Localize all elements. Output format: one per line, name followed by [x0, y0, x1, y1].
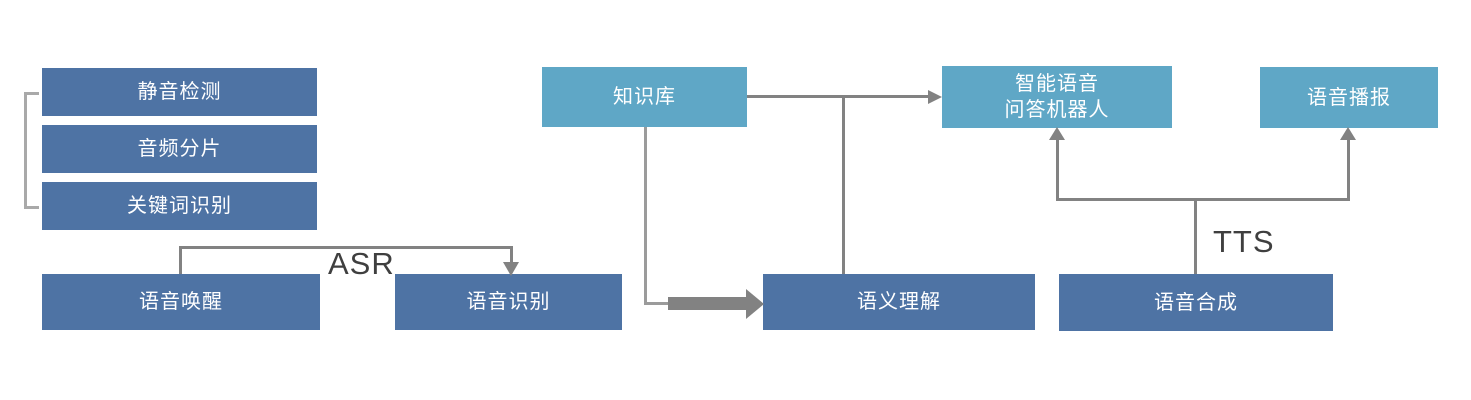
- node-keyword-recognition-label: 关键词识别: [127, 195, 232, 217]
- tts-edge-label: TTS: [1213, 224, 1275, 259]
- node-knowledge-base: 知识库: [542, 67, 747, 127]
- node-keyword-recognition: 关键词识别: [42, 182, 317, 230]
- node-speech-synthesis-label: 语音合成: [1154, 291, 1238, 314]
- knowledge-to-robot-arrow-segment: [747, 95, 929, 98]
- group-bracket-top-tick: [24, 92, 39, 95]
- knowledge-stem-horizontal-line: [644, 302, 670, 305]
- tts-branch-horizontal-line: [1056, 198, 1350, 201]
- asr-arrow-segment-up: [179, 246, 182, 274]
- knowledge-stem-vertical-line: [644, 127, 647, 305]
- thick-arrow-body: [668, 297, 748, 310]
- node-silence-detection: 静音检测: [42, 68, 317, 116]
- node-speech-recognition-label: 语音识别: [466, 291, 551, 313]
- node-knowledge-base-label: 知识库: [613, 86, 676, 108]
- node-qa-robot-label-line2: 问答机器人: [1004, 99, 1110, 121]
- node-semantic-understanding-label: 语义理解: [857, 291, 941, 313]
- tts-right-vertical-line: [1347, 139, 1350, 200]
- node-voice-wake-label: 语音唤醒: [139, 291, 223, 313]
- asr-arrowhead-down-icon: [503, 262, 519, 276]
- semantic-to-robot-branch-line: [842, 96, 845, 274]
- node-speech-synthesis: 语音合成: [1059, 274, 1333, 331]
- node-semantic-understanding: 语义理解: [763, 274, 1035, 330]
- group-bracket-bottom-tick: [24, 206, 39, 209]
- node-audio-slicing-label: 音频分片: [137, 138, 222, 160]
- thick-arrowhead-right-icon: [746, 289, 764, 319]
- node-qa-robot: 智能语音 问答机器人: [942, 66, 1172, 128]
- node-silence-detection-label: 静音检测: [137, 81, 222, 103]
- node-audio-slicing: 音频分片: [42, 125, 317, 173]
- tts-left-vertical-line: [1056, 139, 1059, 200]
- tts-stem-line: [1194, 200, 1197, 274]
- node-voice-broadcast-label: 语音播报: [1307, 86, 1391, 109]
- knowledge-to-robot-arrowhead-right-icon: [928, 90, 942, 104]
- node-voice-wake: 语音唤醒: [42, 274, 320, 330]
- asr-arrow-segment-down: [510, 246, 513, 264]
- tts-left-arrowhead-up-icon: [1049, 127, 1065, 140]
- node-speech-recognition: 语音识别: [395, 274, 622, 330]
- node-voice-broadcast: 语音播报: [1260, 67, 1438, 128]
- asr-arrow-segment-across: [179, 246, 513, 249]
- asr-edge-label: ASR: [328, 246, 395, 281]
- node-qa-robot-label-line1: 智能语音: [1015, 73, 1099, 95]
- tts-right-arrowhead-up-icon: [1340, 127, 1356, 140]
- group-bracket-vertical: [24, 92, 27, 209]
